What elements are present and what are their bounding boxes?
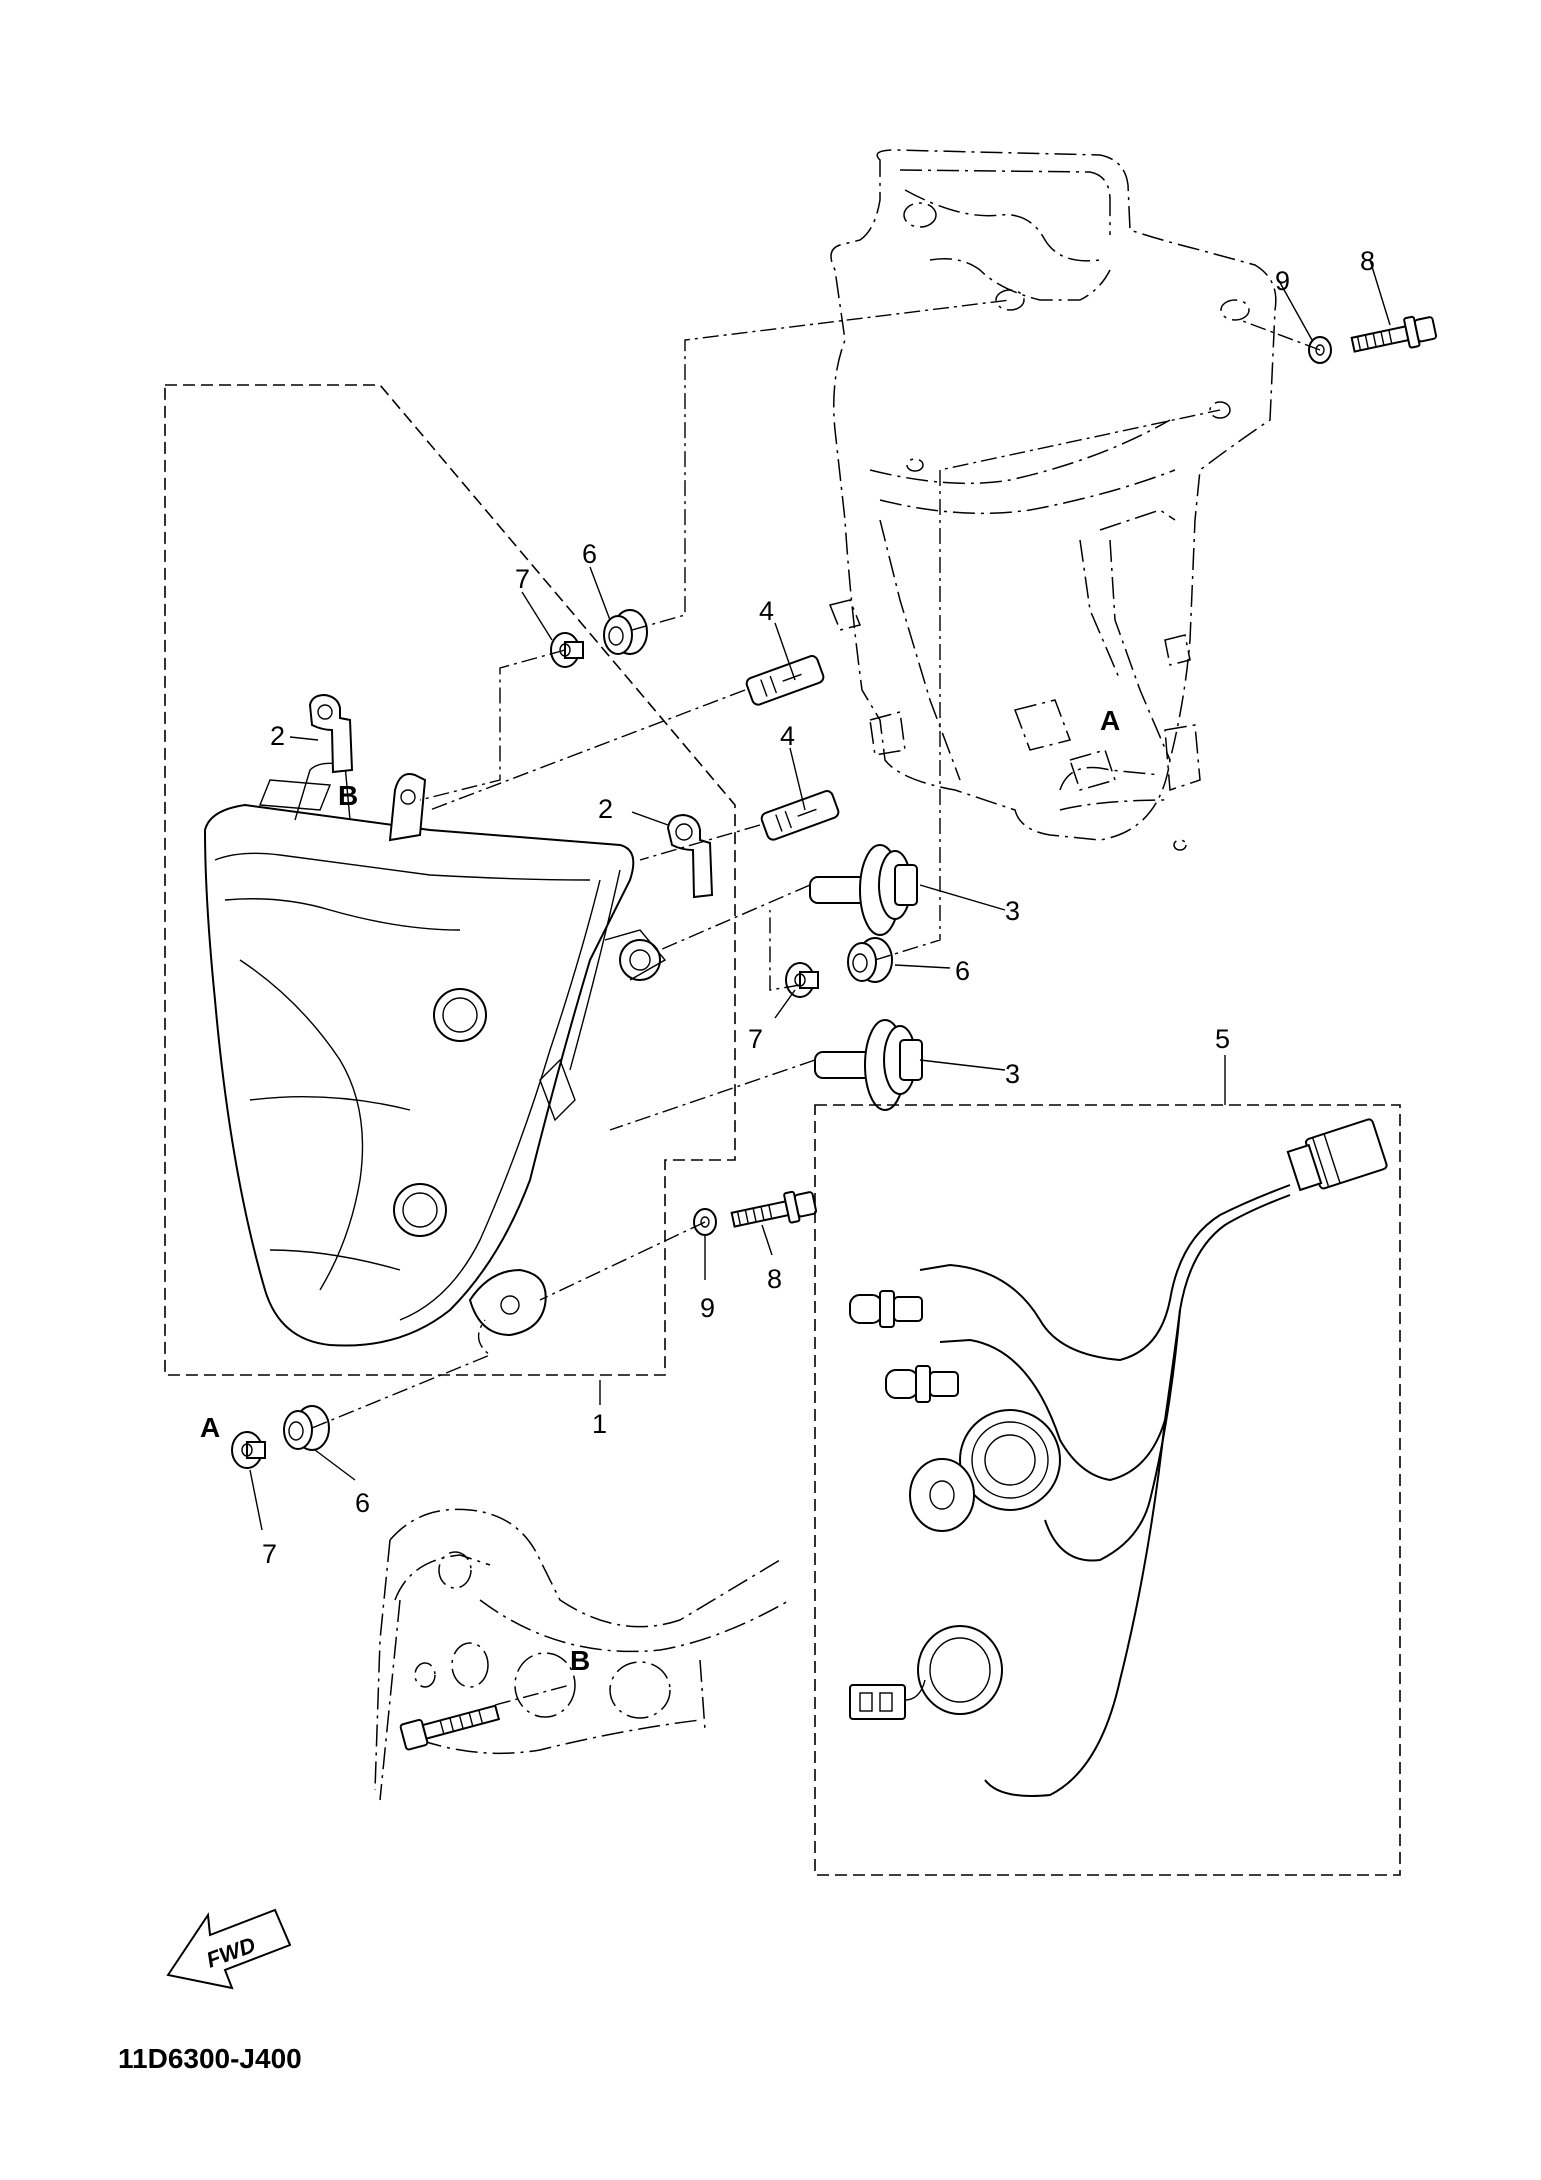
ref-letter-b-headlight: B (338, 780, 358, 811)
callout-4-upper: 4 (759, 596, 774, 626)
headlight-stay-frame (828, 149, 1277, 851)
callout-2-upper: 2 (270, 721, 285, 751)
harness-group (814, 1104, 1401, 1876)
callout-7-low: 7 (262, 1539, 277, 1569)
collar-mid (785, 962, 819, 998)
callout-3-upper: 3 (1005, 896, 1020, 926)
ref-letter-a-collar: A (200, 1412, 220, 1443)
collar-low (231, 1431, 266, 1469)
assembly-lines (311, 299, 1321, 1429)
grommet-top (603, 609, 648, 655)
callout-6-top: 6 (582, 539, 597, 569)
callout-8-top: 8 (1360, 246, 1375, 276)
ref-letter-b-housing: B (570, 1645, 590, 1676)
callout-7-top: 7 (515, 564, 530, 594)
ref-letter-a-frame: A (1100, 705, 1120, 736)
callout-3-lower: 3 (1005, 1059, 1020, 1089)
part-code: 11D6300-J400 (118, 2043, 302, 2074)
callout-5: 5 (1215, 1024, 1230, 1054)
callout-8-mid: 8 (767, 1264, 782, 1294)
grommet-low (283, 1405, 330, 1451)
leader-lines (249, 259, 1391, 1531)
lower-socket (849, 1625, 1003, 1720)
collar-top (550, 632, 584, 668)
callout-2-lower: 2 (598, 794, 613, 824)
callout-9-top: 9 (1275, 266, 1290, 296)
part-2-lower (666, 813, 714, 899)
bolt-mid (730, 1190, 818, 1228)
grommet-mid (847, 937, 893, 983)
headlight-assembly-group (164, 384, 736, 1376)
bolt-top (1350, 315, 1438, 353)
callout-9-mid: 9 (700, 1293, 715, 1323)
large-socket (909, 1409, 1061, 1532)
fwd-arrow: FWD (166, 1908, 292, 1990)
callout-6-low: 6 (355, 1488, 370, 1518)
lower-housing-phantom (374, 1508, 791, 1801)
part-4-bulbs (745, 655, 840, 841)
callout-4-lower: 4 (780, 721, 795, 751)
callout-1: 1 (592, 1409, 607, 1439)
callout-6-mid: 6 (955, 956, 970, 986)
part-2-upper (308, 693, 354, 774)
callout-7-mid: 7 (748, 1024, 763, 1054)
part-3-bulbs (809, 844, 923, 1111)
